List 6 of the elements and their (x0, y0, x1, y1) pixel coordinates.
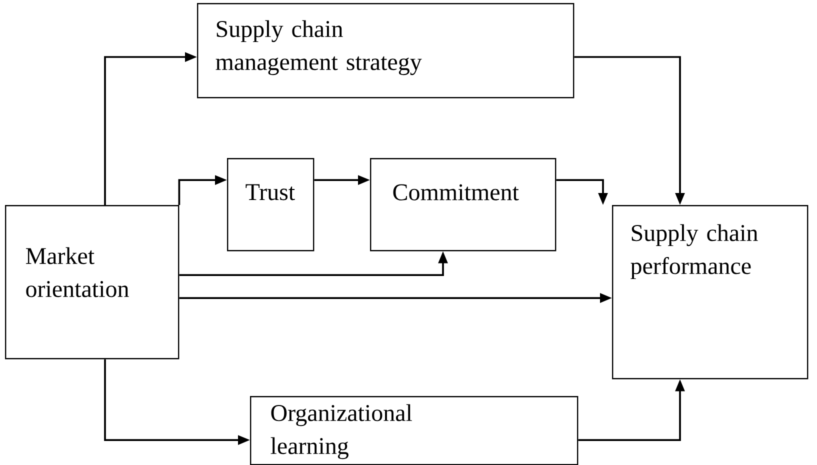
process-box: Supply chain performance (612, 205, 808, 380)
process-box: Organizational learning (250, 396, 578, 465)
process-box: Market orientation (5, 205, 180, 360)
process-box: Trust (227, 158, 314, 252)
process-box: Commitment (370, 158, 556, 252)
process-box: Supply chain management strategy (197, 3, 574, 98)
